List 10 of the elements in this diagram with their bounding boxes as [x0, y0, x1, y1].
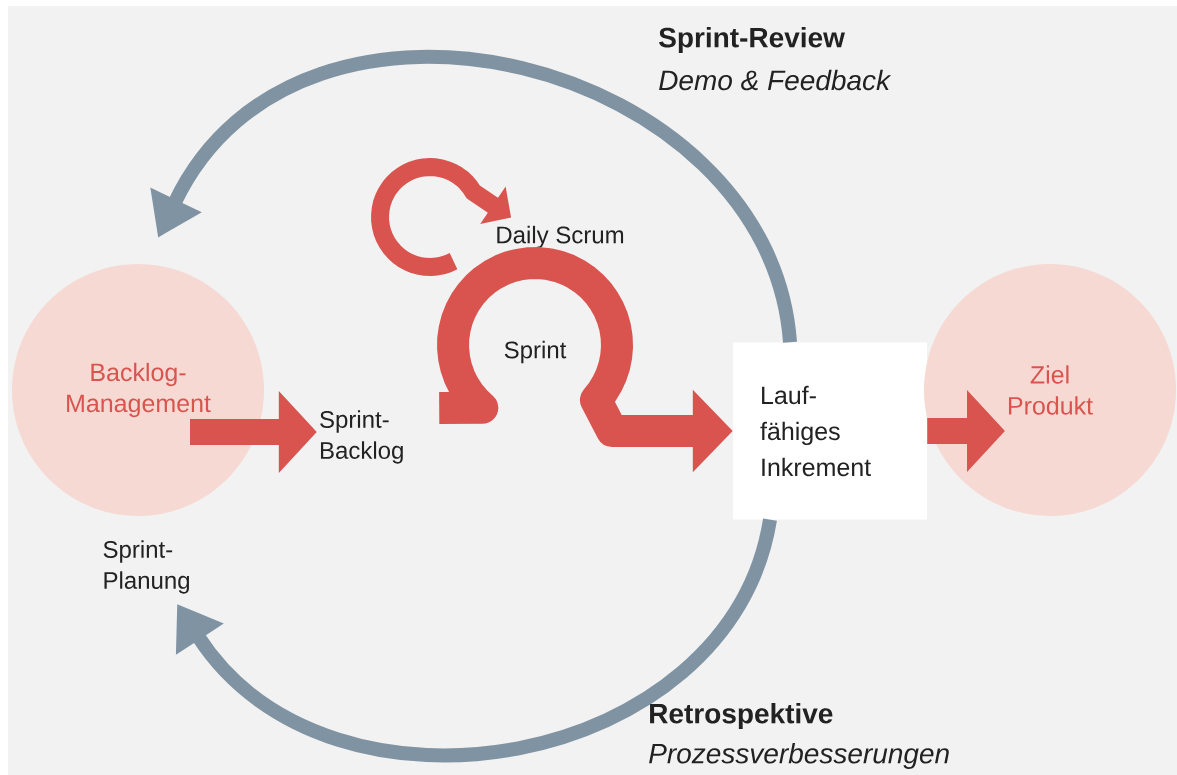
subheading: Demo & Feedback [659, 69, 892, 91]
increment-box: Lauf- fähiges Inkrement [733, 342, 927, 520]
step-label: Sprint [504, 340, 567, 364]
arrow [175, 517, 777, 763]
heading: Sprint-Review [659, 26, 845, 54]
heading: Retrospektive [650, 702, 833, 730]
step-label: Sprint-Backlog [320, 410, 403, 464]
subheading: Prozessverbesserungen [649, 742, 949, 770]
step-label: Daily Scrum [497, 225, 624, 249]
step-label: Sprint-Planung [103, 540, 189, 594]
